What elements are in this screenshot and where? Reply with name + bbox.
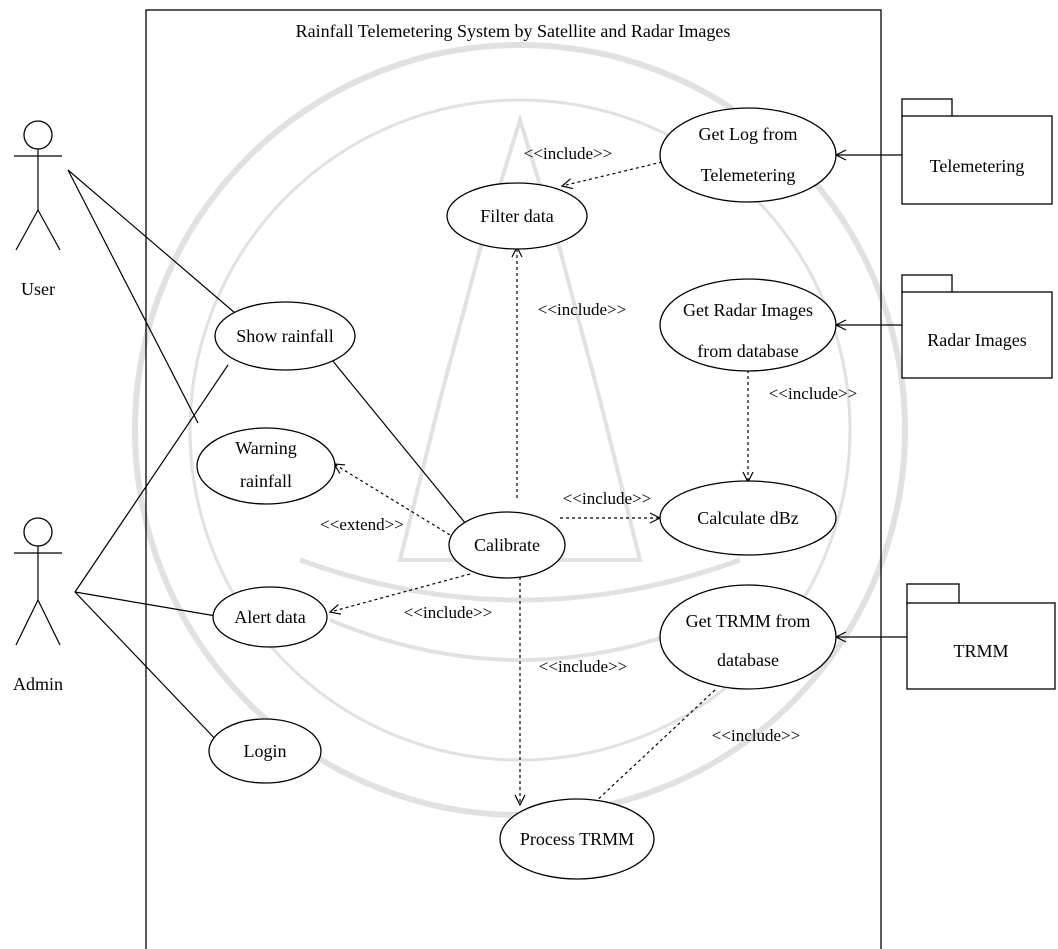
- use-case-warning-rainfall-line2: rainfall: [240, 471, 292, 491]
- use-case-login[interactable]: Login: [208, 718, 322, 784]
- use-case-filter-data[interactable]: Filter data: [446, 182, 588, 250]
- use-case-process-trmm-label: Process TRMM: [520, 829, 634, 849]
- include-label-process: <<include>>: [539, 657, 627, 676]
- use-case-warning-rainfall-line1: Warning: [235, 438, 297, 458]
- system-boundary: [145, 9, 882, 949]
- use-case-get-trmm-line2: database: [717, 650, 779, 670]
- extend-label-warning: <<extend>>: [320, 515, 404, 534]
- external-system-telemetering[interactable]: Telemetering: [901, 98, 1053, 205]
- use-case-calculate-dbz[interactable]: Calculate dBz: [659, 480, 837, 556]
- use-case-get-radar-line2: from database: [697, 341, 798, 361]
- external-system-radar-images[interactable]: Radar Images: [901, 274, 1053, 379]
- use-case-get-log-line1: Get Log from: [699, 124, 798, 144]
- use-case-get-trmm[interactable]: Get TRMM from database: [659, 584, 837, 690]
- include-label-trmm: <<include>>: [712, 726, 800, 745]
- use-case-get-trmm-line1: Get TRMM from: [686, 611, 811, 631]
- external-system-radar-images-label: Radar Images: [927, 330, 1026, 350]
- use-case-alert-data[interactable]: Alert data: [212, 586, 328, 648]
- use-case-login-label: Login: [244, 741, 287, 761]
- stereotype-labels: <<include>> <<include>> <<include>> <<in…: [320, 144, 857, 745]
- include-label-filter: <<include>>: [538, 300, 626, 319]
- use-case-get-radar-line1: Get Radar Images: [683, 300, 813, 320]
- use-case-calibrate-label: Calibrate: [474, 535, 540, 555]
- actor-associations: [67, 169, 467, 745]
- include-label-radar: <<include>>: [769, 384, 857, 403]
- use-case-get-log-line2: Telemetering: [701, 165, 796, 185]
- system-title: Rainfall Telemetering System by Satellit…: [296, 21, 731, 41]
- use-case-calibrate[interactable]: Calibrate: [448, 511, 566, 579]
- include-label-alert: <<include>>: [404, 603, 492, 622]
- actor-user[interactable]: User: [14, 120, 62, 299]
- use-case-filter-data-label: Filter data: [480, 206, 553, 226]
- dependency-arrows: [330, 155, 907, 818]
- external-system-telemetering-label: Telemetering: [930, 156, 1025, 176]
- use-case-alert-data-label: Alert data: [234, 607, 305, 627]
- actor-admin[interactable]: Admin: [13, 517, 63, 694]
- external-system-trmm-label: TRMM: [953, 641, 1008, 661]
- include-label-getlog: <<include>>: [524, 144, 612, 163]
- external-system-trmm[interactable]: TRMM: [906, 583, 1056, 690]
- use-case-warning-rainfall[interactable]: Warning rainfall: [196, 427, 336, 505]
- actor-user-label: User: [21, 279, 55, 299]
- use-case-show-rainfall[interactable]: Show rainfall: [214, 301, 356, 371]
- include-label-dbz: <<include>>: [563, 489, 651, 508]
- use-case-get-log[interactable]: Get Log from Telemetering: [659, 107, 837, 203]
- use-case-show-rainfall-label: Show rainfall: [236, 326, 333, 346]
- use-case-process-trmm[interactable]: Process TRMM: [499, 798, 655, 880]
- actor-admin-label: Admin: [13, 674, 63, 694]
- use-case-get-radar-images[interactable]: Get Radar Images from database: [659, 278, 837, 372]
- use-case-calculate-dbz-label: Calculate dBz: [697, 508, 798, 528]
